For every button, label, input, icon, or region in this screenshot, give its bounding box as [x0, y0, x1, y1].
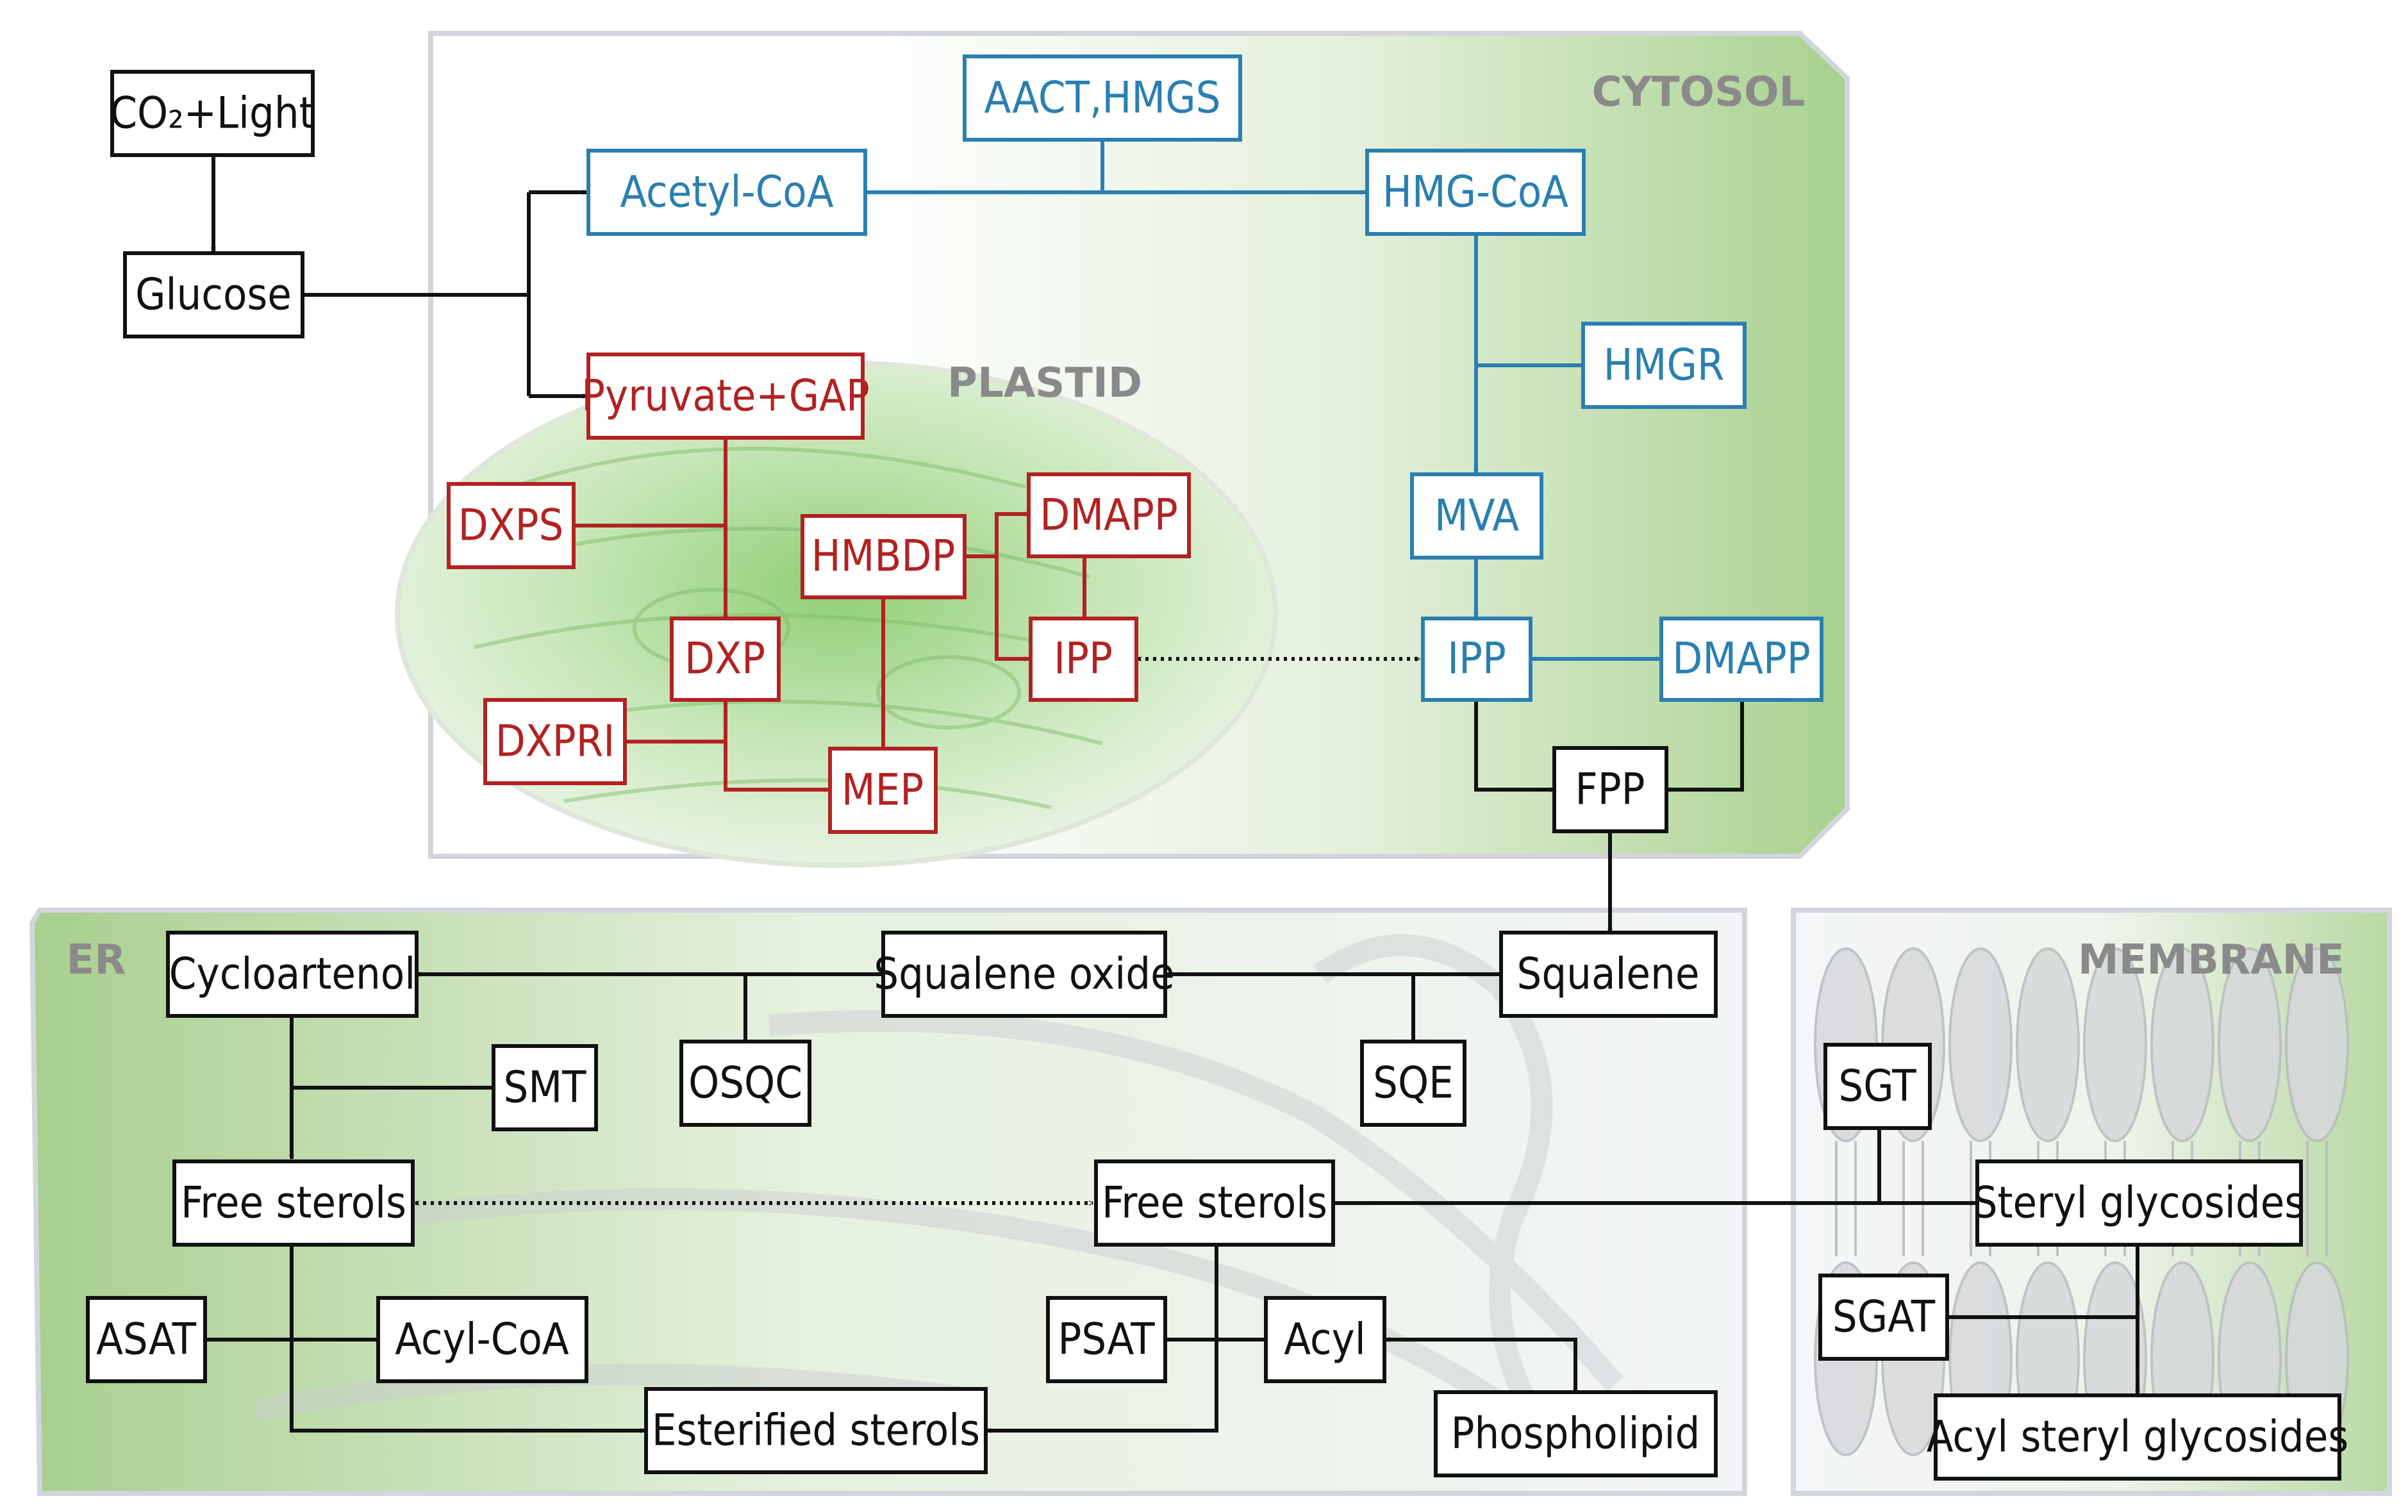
node-osqc: OSQC — [679, 1040, 811, 1127]
svg-text:SGAT: SGAT — [1832, 1292, 1936, 1343]
svg-text:DXPRI: DXPRI — [495, 717, 615, 767]
svg-text:DMAPP: DMAPP — [1040, 490, 1178, 541]
node-sqe: SQE — [1360, 1040, 1466, 1127]
node-sgt: SGT — [1823, 1043, 1932, 1130]
svg-text:Squalene oxide: Squalene oxide — [874, 949, 1175, 1000]
svg-text:Phospholipid: Phospholipid — [1451, 1409, 1700, 1459]
node-hmg-coa: HMG-CoA — [1365, 149, 1586, 236]
node-aact-hmgs: AACT,HMGS — [963, 54, 1242, 142]
node-mep: MEP — [828, 747, 938, 834]
node-mva: MVA — [1410, 472, 1543, 560]
node-acyl-steryl-glycosides: Acyl steryl glycosides — [1927, 1393, 2348, 1481]
svg-text:HMGR: HMGR — [1604, 340, 1725, 391]
svg-text:DMAPP: DMAPP — [1672, 634, 1811, 685]
svg-text:HMBDP: HMBDP — [811, 531, 956, 582]
node-acyl: Acyl — [1264, 1296, 1386, 1383]
svg-text:CO₂+Light: CO₂+Light — [110, 88, 314, 139]
svg-text:Acyl steryl glycosides: Acyl steryl glycosides — [1927, 1412, 2348, 1463]
node-free-sterols-mid: Free sterols — [1094, 1159, 1335, 1247]
svg-text:Esterified sterols: Esterified sterols — [652, 1406, 980, 1456]
svg-text:IPP: IPP — [1054, 634, 1113, 685]
svg-text:ASAT: ASAT — [96, 1315, 197, 1365]
node-pyruvate-gap: Pyruvate+GAP — [581, 353, 870, 440]
node-glucose: Glucose — [123, 251, 304, 338]
svg-text:MVA: MVA — [1434, 491, 1519, 542]
node-free-sterols-left: Free sterols — [172, 1159, 415, 1247]
svg-text:PSAT: PSAT — [1058, 1315, 1156, 1365]
svg-text:Cycloartenol: Cycloartenol — [169, 949, 415, 1000]
node-phospholipid: Phospholipid — [1434, 1390, 1718, 1477]
node-hmbdp: HMBDP — [801, 514, 967, 599]
node-steryl-glycosides: Steryl glycosides — [1973, 1159, 2305, 1247]
red-connectors — [574, 438, 1084, 790]
node-dxps: DXPS — [447, 482, 576, 569]
svg-text:Acetyl-CoA: Acetyl-CoA — [620, 167, 833, 218]
svg-text:Steryl glycosides: Steryl glycosides — [1973, 1178, 2305, 1229]
node-psat: PSAT — [1046, 1296, 1167, 1383]
node-cycloartenol: Cycloartenol — [166, 931, 419, 1018]
svg-text:OSQC: OSQC — [688, 1058, 802, 1109]
black-connectors — [205, 156, 2138, 1431]
svg-text:Pyruvate+GAP: Pyruvate+GAP — [581, 371, 870, 422]
membrane-label: MEMBRANE — [2078, 936, 2345, 984]
svg-text:MEP: MEP — [842, 765, 924, 816]
node-squalene: Squalene — [1499, 931, 1718, 1018]
svg-text:Acyl: Acyl — [1284, 1315, 1365, 1365]
node-fpp: FPP — [1552, 746, 1668, 833]
svg-text:DXPS: DXPS — [458, 501, 564, 551]
cytosol-label: CYTOSOL — [1592, 69, 1806, 116]
node-dmapp-plastid: DMAPP — [1027, 472, 1191, 558]
svg-text:IPP: IPP — [1447, 634, 1506, 685]
svg-text:AACT,HMGS: AACT,HMGS — [984, 73, 1221, 124]
node-sgat: SGAT — [1818, 1274, 1949, 1361]
svg-text:SGT: SGT — [1838, 1061, 1916, 1112]
svg-text:Squalene: Squalene — [1516, 949, 1699, 1000]
node-dxp: DXP — [670, 617, 781, 702]
node-ipp-plastid: IPP — [1029, 617, 1138, 702]
node-esterified-sterols: Esterified sterols — [644, 1387, 988, 1474]
er-label: ER — [67, 936, 126, 984]
plastid-label: PLASTID — [947, 360, 1142, 407]
blue-connectors — [865, 140, 1660, 659]
svg-text:Free sterols: Free sterols — [1102, 1178, 1327, 1229]
node-asat: ASAT — [86, 1296, 207, 1383]
svg-text:HMG-CoA: HMG-CoA — [1383, 167, 1568, 218]
node-acetyl-coa-cytosol: Acetyl-CoA — [586, 149, 867, 236]
svg-text:Acyl-CoA: Acyl-CoA — [395, 1315, 569, 1365]
node-smt: SMT — [492, 1044, 598, 1131]
node-dmapp-cytosol: DMAPP — [1659, 617, 1823, 702]
node-co2-light: CO₂+Light — [110, 70, 315, 157]
svg-text:DXP: DXP — [685, 634, 765, 685]
node-dxpri: DXPRI — [483, 698, 627, 785]
node-squalene-oxide: Squalene oxide — [874, 931, 1175, 1018]
node-acyl-coa-er: Acyl-CoA — [376, 1296, 588, 1383]
svg-text:SMT: SMT — [504, 1063, 587, 1113]
svg-text:FPP: FPP — [1575, 765, 1645, 815]
node-ipp-cytosol: IPP — [1421, 617, 1532, 702]
svg-text:Free sterols: Free sterols — [181, 1178, 406, 1229]
svg-text:SQE: SQE — [1373, 1058, 1454, 1109]
node-hmgr: HMGR — [1581, 322, 1747, 409]
svg-text:Glucose: Glucose — [135, 270, 292, 320]
